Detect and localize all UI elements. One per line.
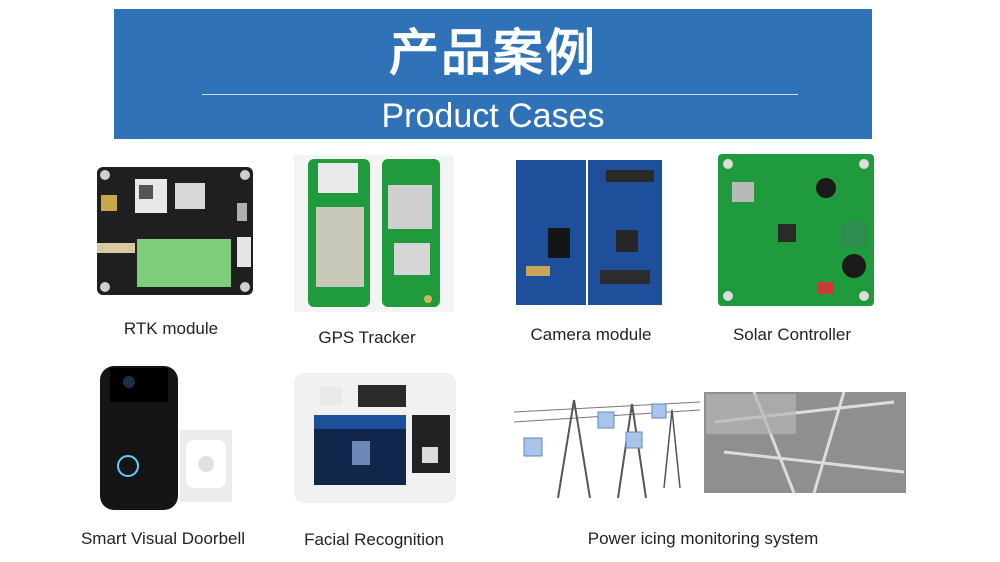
page-title-english: Product Cases	[381, 97, 605, 135]
product-label-facial: Facial Recognition	[304, 530, 444, 549]
product-label-gps: GPS Tracker	[318, 328, 416, 347]
header-banner: 产品案例 Product Cases	[114, 9, 872, 139]
gps-tracker-image	[294, 155, 454, 312]
product-label-icing: Power icing monitoring system	[587, 529, 819, 548]
doorbell-image	[100, 366, 232, 510]
power-icing-image	[514, 392, 906, 498]
product-label-camera: Camera module	[530, 325, 652, 344]
title-divider	[202, 94, 798, 95]
product-label-rtk: RTK module	[123, 319, 219, 338]
rtk-module-image	[97, 167, 253, 295]
product-label-solar: Solar Controller	[732, 325, 852, 344]
camera-module-image	[516, 160, 662, 305]
solar-controller-image	[718, 154, 874, 306]
facial-recognition-image	[294, 373, 456, 503]
page-title-chinese: 产品案例	[389, 24, 597, 82]
product-label-doorbell: Smart Visual Doorbell	[80, 529, 246, 548]
